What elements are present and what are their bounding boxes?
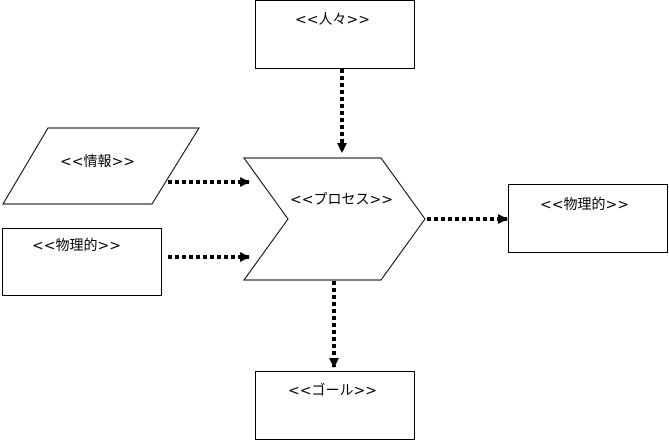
process-label: <<プロセス>> xyxy=(290,192,393,208)
information-shape xyxy=(2,127,200,205)
physical-output-label: <<物理的>> xyxy=(540,197,629,213)
physical-input-label: <<物理的>> xyxy=(32,238,121,254)
physical-input-node: <<物理的>> xyxy=(2,228,162,296)
process-shape xyxy=(243,157,426,281)
goal-label: <<ゴール>> xyxy=(288,383,377,399)
people-label: <<人々>> xyxy=(295,12,370,28)
information-label: <<情報>> xyxy=(60,154,135,170)
goal-node: <<ゴール>> xyxy=(255,371,415,440)
physical-output-node: <<物理的>> xyxy=(508,184,668,253)
people-node: <<人々>> xyxy=(255,0,415,69)
